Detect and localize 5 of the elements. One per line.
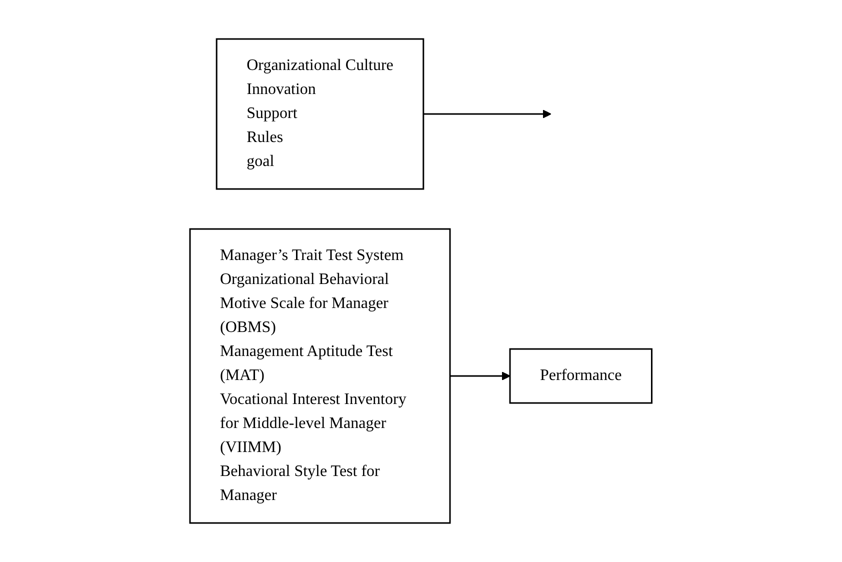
arrow <box>424 110 552 118</box>
node-box: Performance <box>509 348 653 404</box>
arrow <box>450 372 511 380</box>
node-box: Manager’s Trait Test System Organizational Behavioral Motive Scale for Manager (OBMS) Management Aptitude Test (MAT) Vocational Interest Inventory for Middle-level Manager (VIIMM) Behavioral Style Test for Manager <box>189 228 451 524</box>
node-box: Organizational Culture Innovation Support Rules goal <box>216 38 424 190</box>
